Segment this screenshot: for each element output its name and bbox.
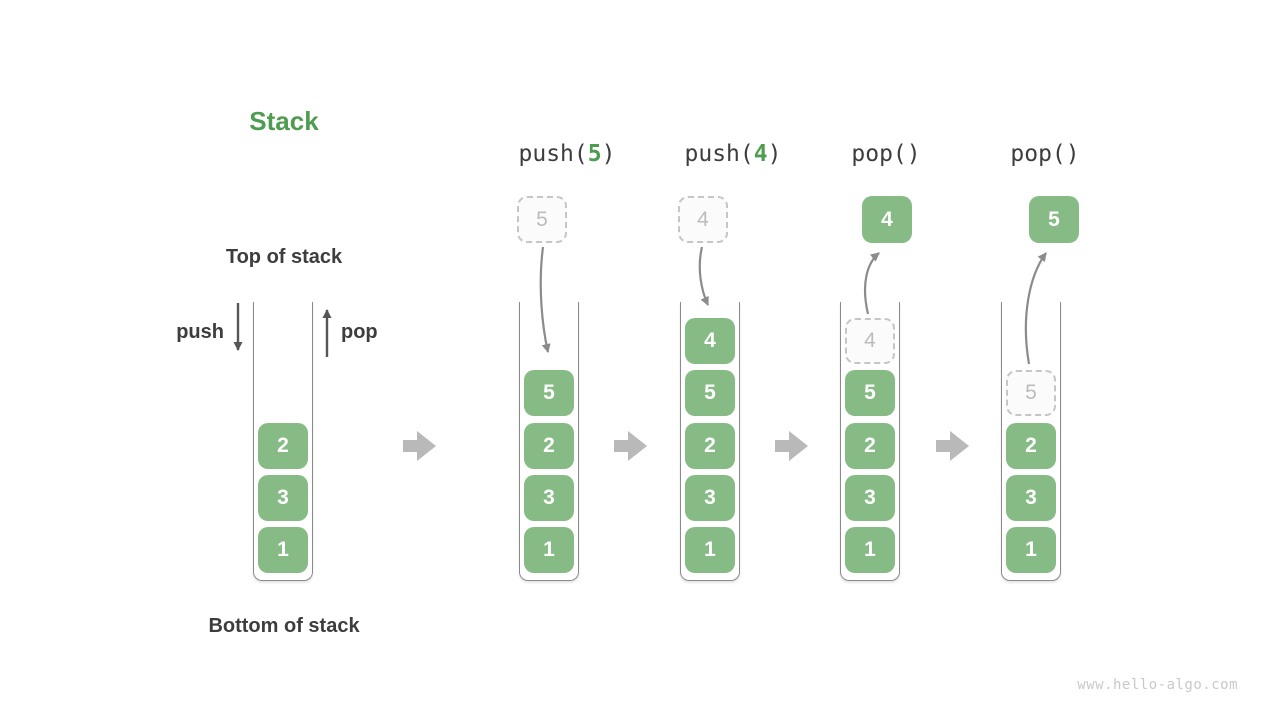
push4-flow-arrow <box>698 246 709 306</box>
stack-cell: 1 <box>845 527 895 573</box>
stack-after-pop1: 4 5 2 3 1 <box>840 302 900 581</box>
popped-value-pop2: 5 <box>1029 196 1079 243</box>
stack-after-pop2: 5 2 3 1 <box>1001 302 1061 581</box>
stack-cell: 3 <box>845 475 895 521</box>
stack-initial: 2 3 1 <box>253 302 313 581</box>
stack-cell: 3 <box>524 475 574 521</box>
stack-after-push5: 5 2 3 1 <box>519 302 579 581</box>
stack-cell: 3 <box>258 475 308 521</box>
push5-flow-arrow <box>539 246 551 353</box>
stack-cell: 1 <box>258 527 308 573</box>
pop2-flow-arrow <box>1024 252 1047 365</box>
stack-cell: 5 <box>685 370 735 416</box>
step-arrow-4 <box>936 431 969 461</box>
stack-cell: 5 <box>845 370 895 416</box>
popped-value-pop1: 4 <box>862 196 912 243</box>
step-arrow-1 <box>403 431 436 461</box>
stack-cell: 1 <box>685 527 735 573</box>
stack-cell: 5 <box>524 370 574 416</box>
stack-cell: 2 <box>1006 423 1056 469</box>
op-push4-arg: 4 <box>753 141 768 167</box>
stack-cell: 4 <box>685 318 735 364</box>
top-of-stack-label: Top of stack <box>225 246 343 268</box>
stack-cell: 3 <box>685 475 735 521</box>
stack-cell: 2 <box>845 423 895 469</box>
bottom-of-stack-label: Bottom of stack <box>208 615 360 637</box>
stack-cell: 3 <box>1006 475 1056 521</box>
stack-cell: 2 <box>258 423 308 469</box>
op-push4-close: ) <box>767 141 782 167</box>
op-header-pop1: pop() <box>851 141 921 167</box>
op-header-pop2: pop() <box>1010 141 1080 167</box>
step-arrow-2 <box>614 431 647 461</box>
watermark: www.hello-algo.com <box>1077 677 1238 693</box>
stack-cell-removed: 5 <box>1006 370 1056 416</box>
op-push4-fn: push( <box>684 141 754 167</box>
op-push5-arg: 5 <box>587 141 602 167</box>
op-header-push4: push(4) <box>633 141 833 167</box>
stack-cell: 2 <box>685 423 735 469</box>
op-push5-close: ) <box>601 141 616 167</box>
op-push5-fn: push( <box>518 141 588 167</box>
step-arrow-3 <box>775 431 808 461</box>
incoming-value-push4: 4 <box>678 196 728 243</box>
stack-cell: 2 <box>524 423 574 469</box>
stack-cell-removed: 4 <box>845 318 895 364</box>
incoming-value-push5: 5 <box>517 196 567 243</box>
stack-cell: 1 <box>524 527 574 573</box>
op-header-push5: push(5) <box>467 141 667 167</box>
pop1-flow-arrow <box>863 252 880 315</box>
diagram-title: Stack <box>249 106 319 136</box>
push-label: push <box>176 321 224 343</box>
pop-label: pop <box>341 321 378 343</box>
stack-cell: 1 <box>1006 527 1056 573</box>
stack-after-push4: 4 5 2 3 1 <box>680 302 740 581</box>
